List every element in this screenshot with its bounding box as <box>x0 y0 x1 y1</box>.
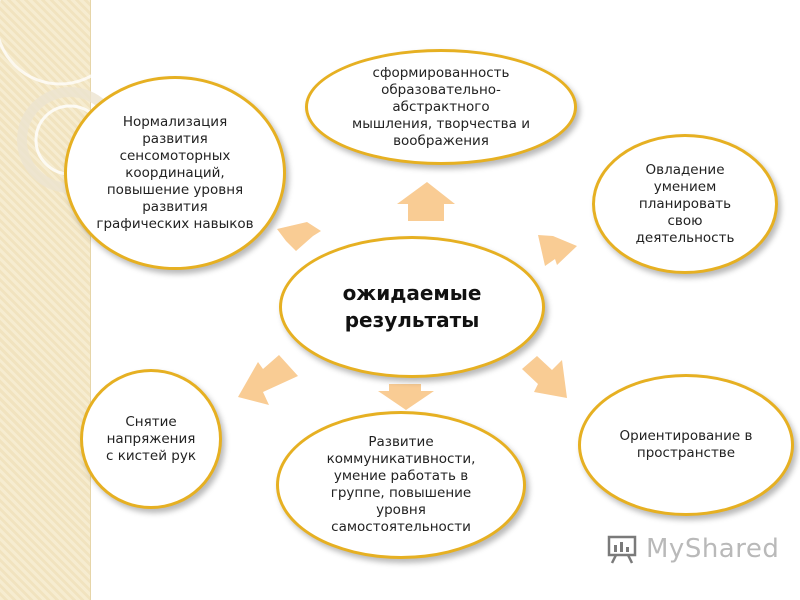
node-top-left: Нормализация развития сенсомоторных коор… <box>64 76 286 270</box>
center-node-expected-results: ожидаемые результаты <box>279 236 545 378</box>
arrow-lower-left <box>238 355 298 405</box>
arrow-down <box>378 384 434 410</box>
watermark-text: MyShared <box>646 534 780 564</box>
node-left-label: Снятие напряжения с кистей рук <box>105 413 196 464</box>
watermark-logo: MyShared <box>606 534 779 564</box>
node-bottom-right-label: Ориентирование в пространстве <box>619 428 753 461</box>
node-top-label: сформированность образовательно-абстракт… <box>352 64 530 149</box>
arrow-lower-right <box>522 356 567 398</box>
center-node-label: ожидаемые результаты <box>342 281 482 332</box>
node-right-label: Овладение умением планировать свою деяте… <box>635 161 735 246</box>
node-left: Снятие напряжения с кистей рук <box>80 369 222 509</box>
arrow-up <box>397 182 455 221</box>
node-right: Овладение умением планировать свою деяте… <box>592 134 778 274</box>
arrow-upper-right <box>538 235 577 266</box>
node-bottom-label: Развитие коммуникативности, умение работ… <box>326 434 476 535</box>
node-bottom-right: Ориентирование в пространстве <box>578 374 794 516</box>
arrow-upper-left <box>277 222 321 251</box>
node-top-left-label: Нормализация развития сенсомоторных коор… <box>96 113 254 232</box>
node-bottom: Развитие коммуникативности, умение работ… <box>276 411 526 559</box>
node-top: сформированность образовательно-абстракт… <box>305 49 577 165</box>
presentation-board-icon <box>607 535 637 564</box>
